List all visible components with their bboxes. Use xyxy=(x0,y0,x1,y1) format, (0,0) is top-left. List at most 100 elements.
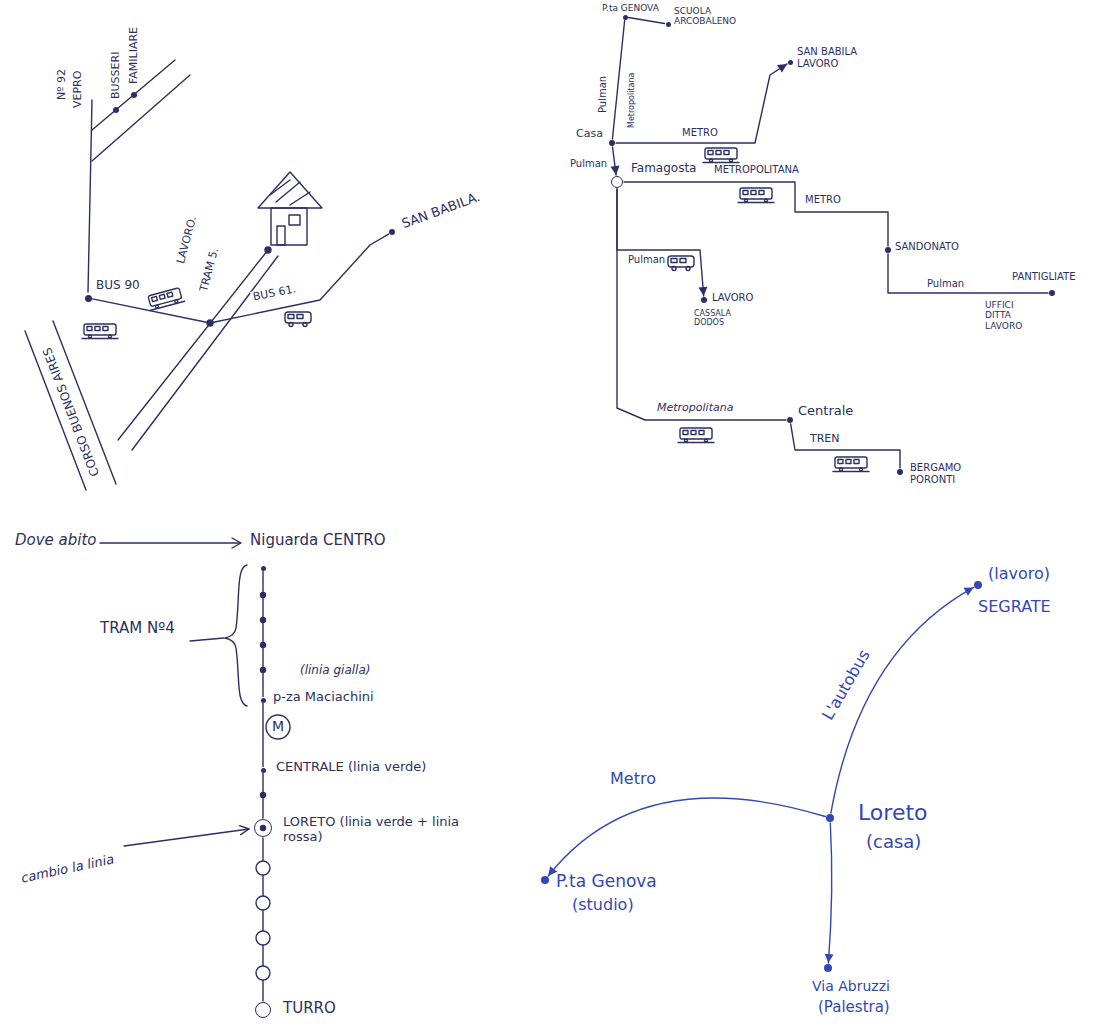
stop-node: BUSSERI xyxy=(113,107,119,113)
route-label: BUS 61. xyxy=(250,283,299,304)
stop-node: CENTRALE (linia verde) xyxy=(261,768,266,773)
pointer-arrow xyxy=(240,826,250,835)
house-roof xyxy=(290,192,310,205)
route-line xyxy=(92,234,388,323)
road-line xyxy=(88,100,92,292)
stop-label: p-za Maciachini xyxy=(273,690,374,705)
stop-node: Niguarda CENTRO xyxy=(261,566,266,571)
route-line xyxy=(611,147,620,175)
stop-dot xyxy=(261,668,266,673)
stop-label: Loreto xyxy=(858,800,928,825)
arrow-head xyxy=(964,587,974,595)
stop-label: CASSALA DODOS xyxy=(694,309,744,327)
bus-icon xyxy=(285,312,311,327)
map-note: Dove abito xyxy=(15,532,97,549)
stop-ring xyxy=(256,966,270,980)
route-path xyxy=(624,182,888,246)
stop-node: Via Abruzzi(Palestra) xyxy=(824,964,832,972)
stop-label: (casa) xyxy=(866,832,921,853)
stop-label: SEGRATE xyxy=(978,598,1051,616)
map-note: M xyxy=(272,718,284,734)
route-label: Pulman xyxy=(925,278,966,290)
stop-label: UFFICI DITTA LAVORO xyxy=(985,300,1041,331)
route-label: Pulman xyxy=(597,74,609,115)
pointer-line xyxy=(190,638,224,641)
stop-label: PANTIGLIATE xyxy=(1012,271,1076,283)
stop-node: Famagosta xyxy=(611,176,623,188)
stop-label: LORETO (linia verde + linia rossa) xyxy=(283,815,463,845)
stop-node: SANDONATO xyxy=(885,247,891,253)
stop-label: (studio) xyxy=(572,896,634,914)
train-icon xyxy=(82,324,118,339)
stop-label: Famagosta xyxy=(631,162,696,176)
map-note: VEPRO xyxy=(72,71,85,108)
stop-label: TURRO xyxy=(283,1000,336,1017)
stop-node: LORETO (linia verde + linia rossa) xyxy=(254,819,272,837)
route-path xyxy=(262,572,263,697)
map-note: METRO xyxy=(805,194,841,206)
arrow-head xyxy=(777,64,787,73)
route-path xyxy=(617,189,704,296)
route-line xyxy=(263,704,264,767)
brace xyxy=(225,565,247,706)
route-line xyxy=(624,182,888,246)
stop-label: Centrale xyxy=(798,404,853,419)
stop-label: Via Abruzzi xyxy=(812,978,890,994)
route-line xyxy=(628,18,664,24)
stop-node: SAN BABILA LAVORO xyxy=(788,60,793,65)
route-path xyxy=(828,823,831,963)
tram-track xyxy=(118,250,268,440)
route-line xyxy=(617,189,786,420)
map-note: Nº 92 xyxy=(56,69,69,100)
metro-sign xyxy=(266,715,290,739)
stop-ring xyxy=(256,861,270,875)
stop-node: PANTIGLIATEUFFICI DITTA LAVORO xyxy=(1049,290,1055,296)
route-label: Metro xyxy=(608,770,658,788)
house-door xyxy=(277,226,285,245)
arrow-head xyxy=(548,866,557,876)
train-icon xyxy=(833,457,869,472)
stop-dot xyxy=(261,793,266,798)
stop-node: P.ta Genova(studio) xyxy=(541,876,549,884)
route-label: Pulman xyxy=(626,254,667,266)
stop-label: P.ta Genova xyxy=(556,872,657,892)
map-note: cambio la linia xyxy=(20,852,116,886)
route-label: Metropolitana xyxy=(655,402,735,415)
stop-node: (lavoro)SEGRATE xyxy=(974,581,982,589)
road-line xyxy=(92,75,190,161)
pointer-arrow xyxy=(100,542,240,543)
route-path xyxy=(831,587,974,813)
route-path xyxy=(616,64,787,143)
stop-label: LAVORO xyxy=(712,292,753,304)
route-path xyxy=(628,18,664,24)
route-path xyxy=(548,798,825,876)
map-note: LAVORO. xyxy=(175,215,200,265)
stop-dot xyxy=(261,643,266,648)
route-path xyxy=(612,20,624,139)
route-line xyxy=(825,823,834,963)
route-path xyxy=(92,234,388,323)
train-icon xyxy=(146,287,185,310)
route-label: METROPOLITANA xyxy=(712,164,801,176)
house-roof xyxy=(258,172,322,208)
pointer-arrow xyxy=(124,829,249,846)
stop-node: LAVOROCASSALA DODOS xyxy=(701,297,707,303)
arrow-head xyxy=(611,166,620,175)
stop-label: BUSSERI xyxy=(110,52,123,99)
stop-node: BERGAMO PORONTI xyxy=(897,469,903,475)
stop-dot xyxy=(261,618,266,623)
map-note: TRAM 5. xyxy=(198,247,222,294)
stop-node: Casa xyxy=(609,140,615,146)
map-note: (linia gialla) xyxy=(300,664,370,678)
arrow-head xyxy=(825,954,834,963)
stop-node: FAMILIARE xyxy=(131,92,137,98)
route-path xyxy=(617,189,786,420)
pointer-arrow xyxy=(232,538,241,548)
house-body xyxy=(271,208,307,245)
stop-label: Casa xyxy=(576,128,603,141)
stop-dot xyxy=(261,593,266,598)
route-label: Pulman xyxy=(568,158,609,170)
house-window xyxy=(289,215,300,225)
stop-node: TURRO xyxy=(255,1002,271,1018)
